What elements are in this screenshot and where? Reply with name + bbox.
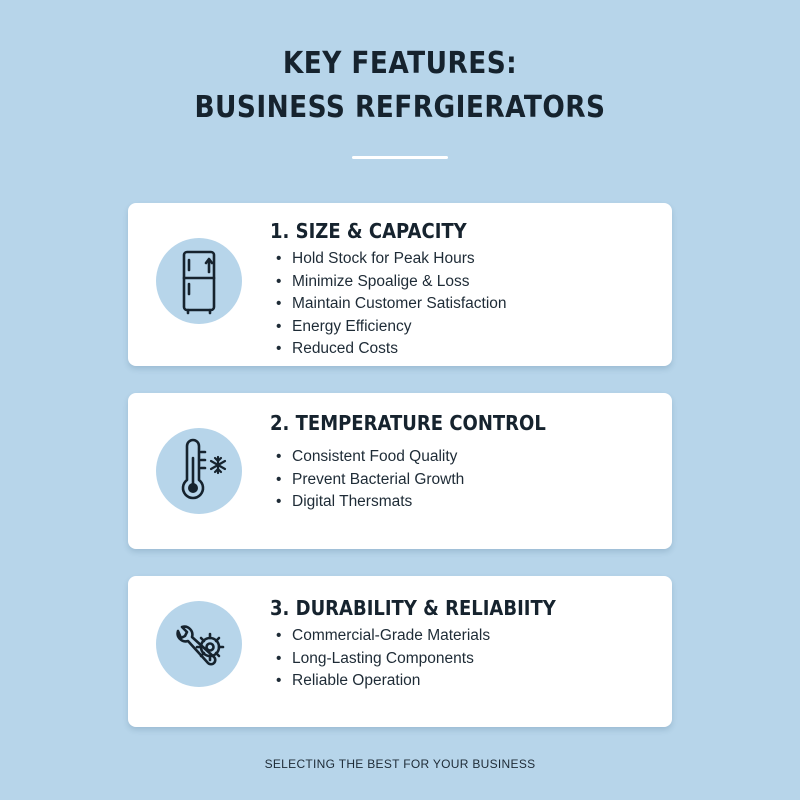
page-title-line-1: KEY FEATURES: (282, 46, 518, 81)
feature-title: 1. SIZE & CAPACITY (270, 219, 467, 243)
feature-list: Hold Stock for Peak Hours Minimize Spoal… (276, 248, 507, 361)
list-item: Reduced Costs (276, 338, 507, 361)
footer-tagline: SELECTING THE BEST FOR YOUR BUSINESS (264, 757, 536, 771)
feature-list: Commercial-Grade Materials Long-Lasting … (276, 625, 490, 693)
page-title-line-2: BUSINESS REFRGIERATORS (194, 90, 606, 125)
list-item: Hold Stock for Peak Hours (276, 248, 507, 271)
list-item: Consistent Food Quality (276, 446, 464, 469)
title-divider (352, 156, 448, 159)
list-item: Digital Thersmats (276, 491, 464, 514)
wrench-gear-icon (156, 601, 242, 687)
feature-card-temperature-control: 2. TEMPERATURE CONTROL Consistent Food Q… (128, 393, 672, 549)
feature-card-durability-reliability: 3. DURABILITY & RELIABIITY Commercial-Gr… (128, 576, 672, 727)
list-item: Energy Efficiency (276, 316, 507, 339)
feature-card-size-capacity: 1. SIZE & CAPACITY Hold Stock for Peak H… (128, 203, 672, 366)
list-item: Long-Lasting Components (276, 648, 490, 671)
thermometer-snowflake-icon (156, 428, 242, 514)
feature-list: Consistent Food Quality Prevent Bacteria… (276, 446, 464, 514)
list-item: Reliable Operation (276, 670, 490, 693)
list-item: Prevent Bacterial Growth (276, 469, 464, 492)
list-item: Minimize Spoalige & Loss (276, 271, 507, 294)
list-item: Maintain Customer Satisfaction (276, 293, 507, 316)
list-item: Commercial-Grade Materials (276, 625, 490, 648)
refrigerator-icon (156, 238, 242, 324)
feature-title: 3. DURABILITY & RELIABIITY (270, 596, 556, 620)
feature-title: 2. TEMPERATURE CONTROL (270, 411, 546, 435)
